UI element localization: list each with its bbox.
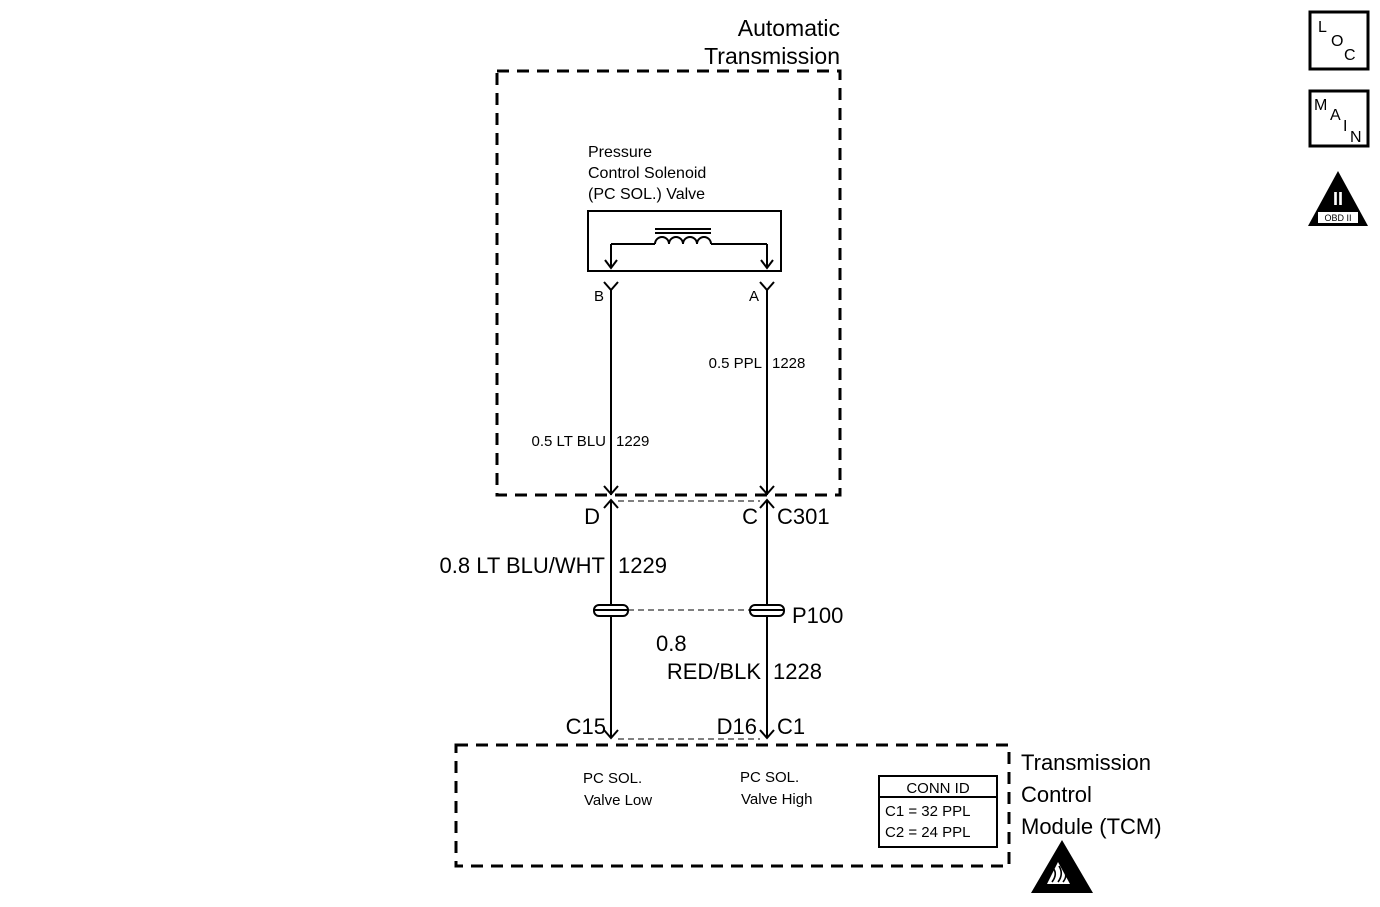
wire-1229-inner-circuit: 1229 <box>616 433 649 450</box>
svg-text:L: L <box>1318 19 1327 36</box>
tcm-boundary <box>454 743 1011 868</box>
wire-1228-inner-circuit: 1228 <box>772 355 805 372</box>
tcm-pin-high-line1: PC SOL. <box>740 769 799 786</box>
transmission-title-line2: Transmission <box>704 43 840 69</box>
tcm-pin-c15: C15 <box>566 714 606 739</box>
tcm-pin-d16: D16 <box>717 714 757 739</box>
transmission-title-line1: Automatic <box>738 15 840 41</box>
wire-1228-outer-label-line2: RED/BLK <box>667 659 761 684</box>
pin-b-terminal <box>603 281 619 292</box>
coil-icon <box>604 228 774 270</box>
conn-id-row1: C1 = 32 PPL <box>885 803 970 820</box>
svg-text:N: N <box>1350 129 1362 146</box>
wire-1229-inner-label: 0.5 LT BLU <box>532 433 607 450</box>
wire-1228-outer-label-line1: 0.8 <box>656 631 687 656</box>
svg-text:M: M <box>1314 97 1327 114</box>
tcm-conn-c1: C1 <box>777 714 805 739</box>
svg-text:A: A <box>1330 107 1341 124</box>
p100-label: P100 <box>792 603 843 628</box>
solenoid-label-line2: Control Solenoid <box>588 165 706 182</box>
tcm-title-line2: Control <box>1021 782 1092 807</box>
svg-text:I: I <box>1343 118 1347 135</box>
svg-text:OBD II: OBD II <box>1324 213 1351 223</box>
c301-pin-d: D <box>584 504 600 529</box>
wire-1229-outer-label: 0.8 LT BLU/WHT <box>440 553 605 578</box>
wire-1228-outer-circuit: 1228 <box>773 659 822 684</box>
tcm-title-line3: Module (TCM) <box>1021 814 1162 839</box>
wire-1228-inner-label: 0.5 PPL <box>709 355 762 372</box>
obd-ii-icon[interactable]: II OBD II <box>1308 171 1368 226</box>
c301-pin-c: C <box>742 504 758 529</box>
tcm-title-line1: Transmission <box>1021 750 1151 775</box>
solenoid-pin-a: A <box>749 288 759 305</box>
solenoid-label-line3: (PC SOL.) Valve <box>588 186 705 203</box>
transmission-boundary <box>495 69 842 497</box>
main-icon[interactable]: M A I N <box>1308 89 1370 148</box>
tcm-pin-high-line2: Valve High <box>741 791 812 808</box>
connector-tcm-c1 <box>603 729 775 740</box>
solenoid-label-line1: Pressure <box>588 144 652 161</box>
svg-text:O: O <box>1331 33 1343 50</box>
conn-id-table <box>878 775 998 848</box>
esd-warning-icon <box>1031 840 1093 893</box>
solenoid-pin-b: B <box>594 288 604 305</box>
tcm-pin-low-line1: PC SOL. <box>583 770 642 787</box>
passthrough-p100 <box>593 604 785 617</box>
svg-text:C: C <box>1344 47 1356 64</box>
conn-id-header: CONN ID <box>906 780 970 797</box>
svg-text:II: II <box>1333 189 1343 209</box>
loc-icon[interactable]: L O C <box>1308 10 1370 71</box>
pin-a-terminal <box>759 281 775 292</box>
c301-label: C301 <box>777 504 830 529</box>
tcm-pin-low-line2: Valve Low <box>584 792 652 809</box>
conn-id-row2: C2 = 24 PPL <box>885 824 970 841</box>
wire-1229-outer-circuit: 1229 <box>618 553 667 578</box>
